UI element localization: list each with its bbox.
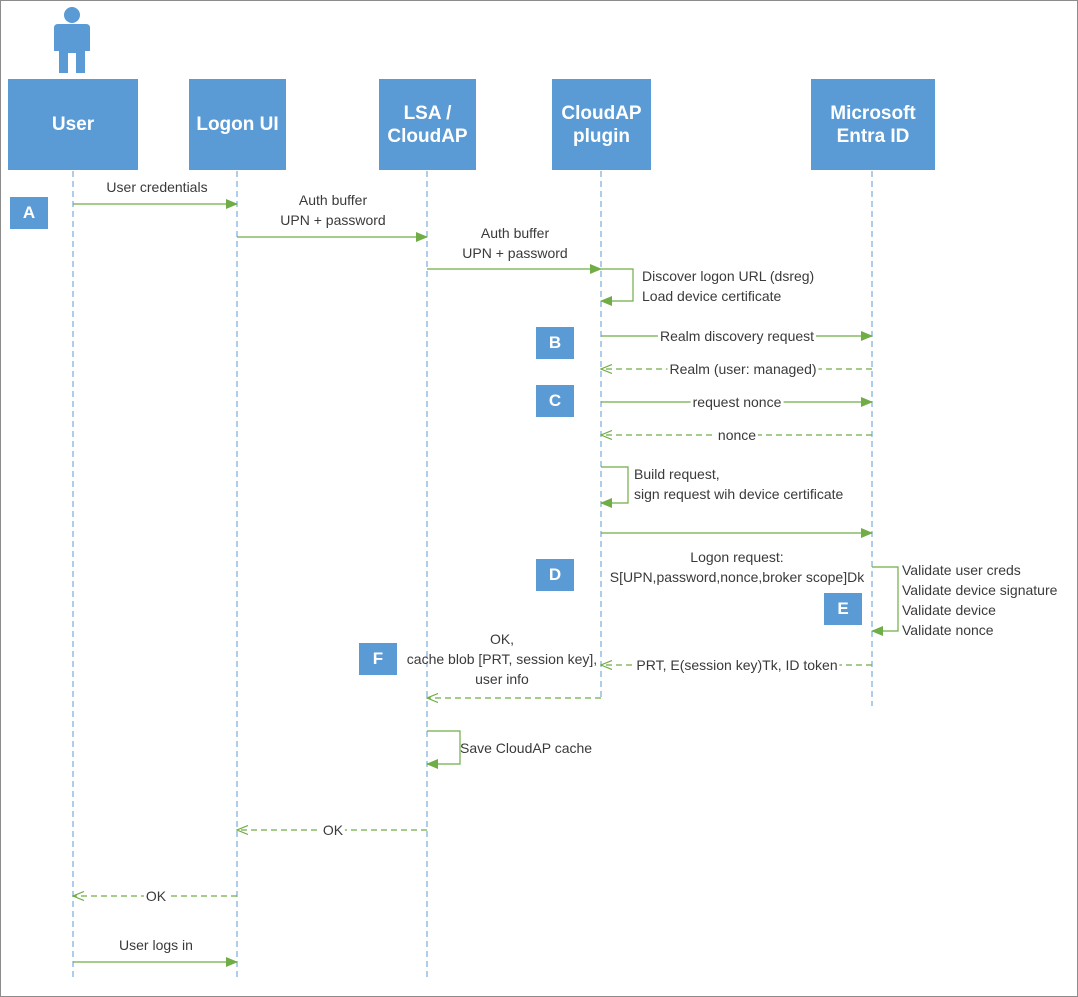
label-build-request: Build request, sign request wih device c… (634, 466, 844, 502)
label-nonce: nonce (715, 425, 759, 445)
label-discover: Discover logon URL (dsreg) Load device c… (642, 268, 815, 304)
label-request-nonce: request nonce (690, 392, 784, 412)
label-validate: Validate user creds Validate device sign… (902, 562, 1058, 638)
participant-logon-ui: Logon UI (189, 79, 286, 170)
step-badge-f: F (359, 643, 397, 675)
label-user-logs-in: User logs in (119, 937, 193, 953)
participant-cloudap-plugin: CloudAP plugin (552, 79, 651, 170)
step-badge-a: A (10, 197, 48, 229)
step-badge-c: C (536, 385, 574, 417)
label-auth-buffer-2: Auth buffer UPN + password (462, 225, 568, 261)
label-user-credentials: User credentials (106, 179, 208, 195)
label-realm-request: Realm discovery request (657, 326, 817, 346)
person-icon (54, 7, 90, 73)
label-realm-response: Realm (user: managed) (667, 359, 819, 379)
participant-user: User (8, 79, 138, 170)
step-badge-b: B (536, 327, 574, 359)
arrow-validate-self (871, 566, 899, 636)
label-logon-request: Logon request: S[UPN,password,nonce,brok… (609, 549, 865, 585)
participant-entra-id: Microsoft Entra ID (811, 79, 935, 170)
label-auth-buffer-1: Auth buffer UPN + password (280, 192, 386, 228)
arrow-discover-self (600, 268, 634, 306)
arrow-save-cache-self (426, 730, 461, 769)
label-ok-1: OK (320, 820, 346, 840)
label-prt-response: PRT, E(session key)Tk, ID token (634, 655, 840, 675)
label-ok-2: OK (143, 886, 169, 906)
label-save-cache: Save CloudAP cache (460, 740, 593, 756)
step-badge-d: D (536, 559, 574, 591)
label-ok-cache: OK, cache blob [PRT, session key], user … (406, 631, 598, 687)
participant-lsa-cloudap: LSA / CloudAP (379, 79, 476, 170)
step-badge-e: E (824, 593, 862, 625)
arrow-build-request-self (600, 466, 629, 508)
